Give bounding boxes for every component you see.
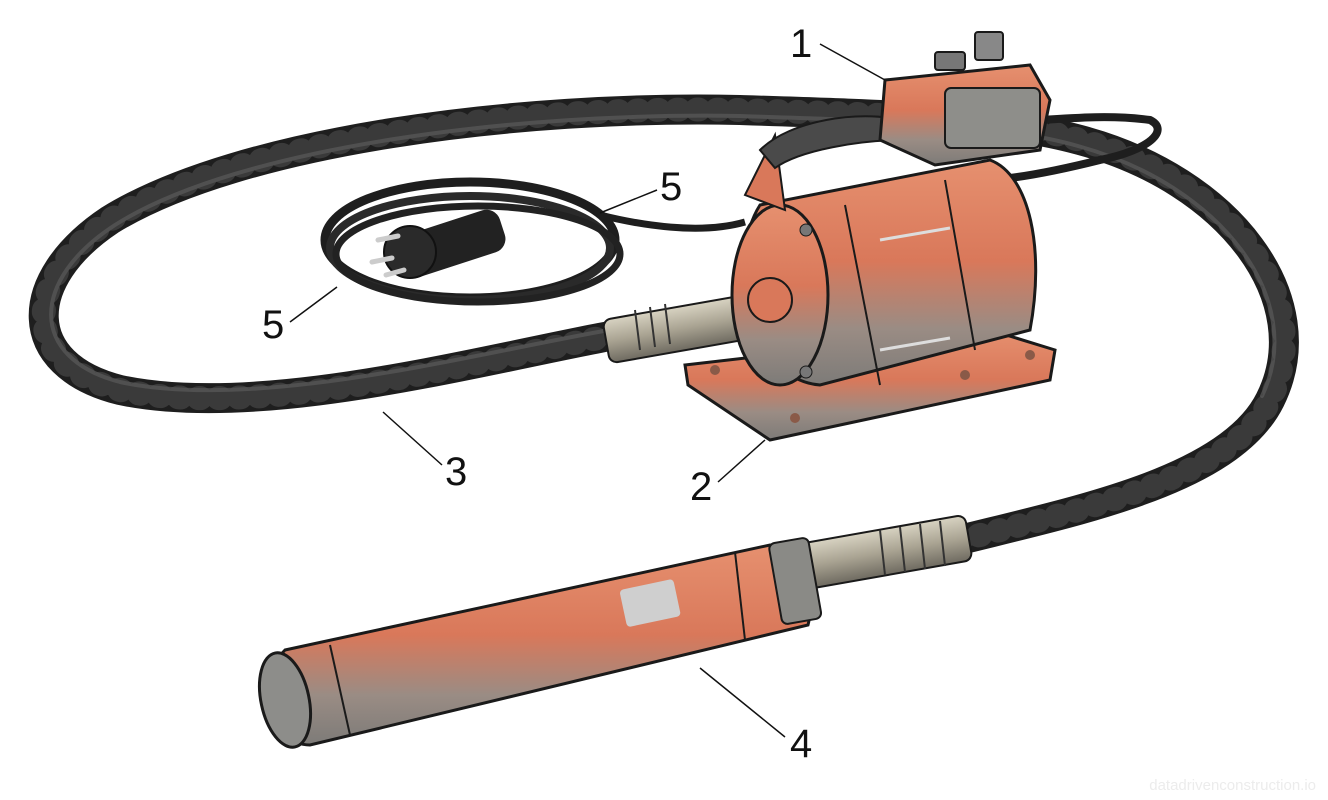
watermark: datadrivenconstruction.io xyxy=(1149,777,1316,794)
power-cord xyxy=(320,113,1162,306)
callout-4: 4 xyxy=(699,667,812,766)
switch-box xyxy=(758,31,1052,170)
callout-5-plug: 5 xyxy=(262,286,338,347)
callout-3: 3 xyxy=(382,411,467,494)
svg-text:3: 3 xyxy=(445,450,467,494)
svg-text:5: 5 xyxy=(262,303,284,347)
svg-text:5: 5 xyxy=(660,165,682,209)
callout-5-cord: 5 xyxy=(599,165,682,214)
callout-1: 1 xyxy=(790,22,886,81)
svg-text:1: 1 xyxy=(790,22,812,66)
callout-2: 2 xyxy=(690,439,766,509)
electric-motor xyxy=(730,131,1038,387)
svg-text:2: 2 xyxy=(690,465,712,509)
svg-text:4: 4 xyxy=(790,722,812,766)
plug-icon xyxy=(369,209,506,279)
vibrating-poker-head xyxy=(257,537,823,749)
